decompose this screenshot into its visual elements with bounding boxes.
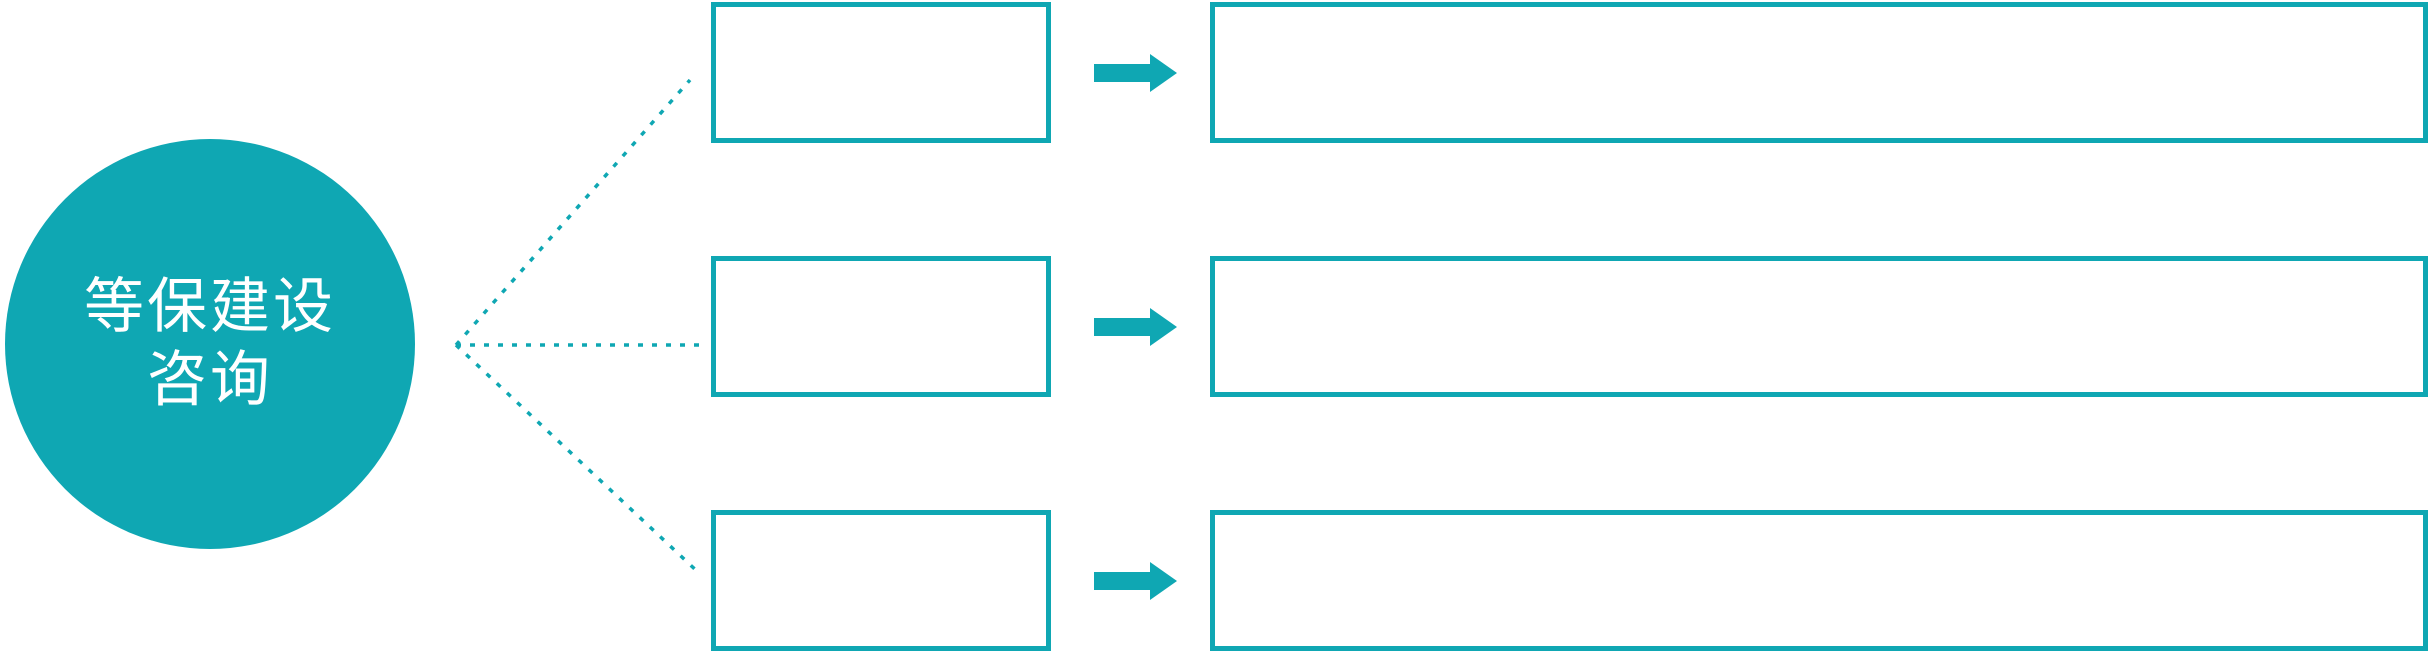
connector-line-bottom xyxy=(454,343,702,576)
branch-2-small-box xyxy=(711,256,1051,397)
branch-2-large-box xyxy=(1210,256,2428,397)
root-node-label-line2: 咨询 xyxy=(147,345,273,415)
branch-1-small-box xyxy=(711,2,1051,143)
root-node-circle: 等保建设 咨询 xyxy=(5,139,415,549)
arrow-right-shape xyxy=(1094,562,1177,600)
arrow-right-shape xyxy=(1094,54,1177,92)
arrow-right-icon xyxy=(1094,54,1177,92)
branch-1-large-box xyxy=(1210,2,2428,143)
arrow-right-icon xyxy=(1094,562,1177,600)
branch-3-small-box xyxy=(711,510,1051,651)
arrow-right-icon xyxy=(1094,308,1177,346)
root-node-label-line1: 等保建设 xyxy=(84,272,336,342)
connector-line-top xyxy=(454,78,692,347)
arrow-right-shape xyxy=(1094,308,1177,346)
branch-3-large-box xyxy=(1210,510,2428,651)
